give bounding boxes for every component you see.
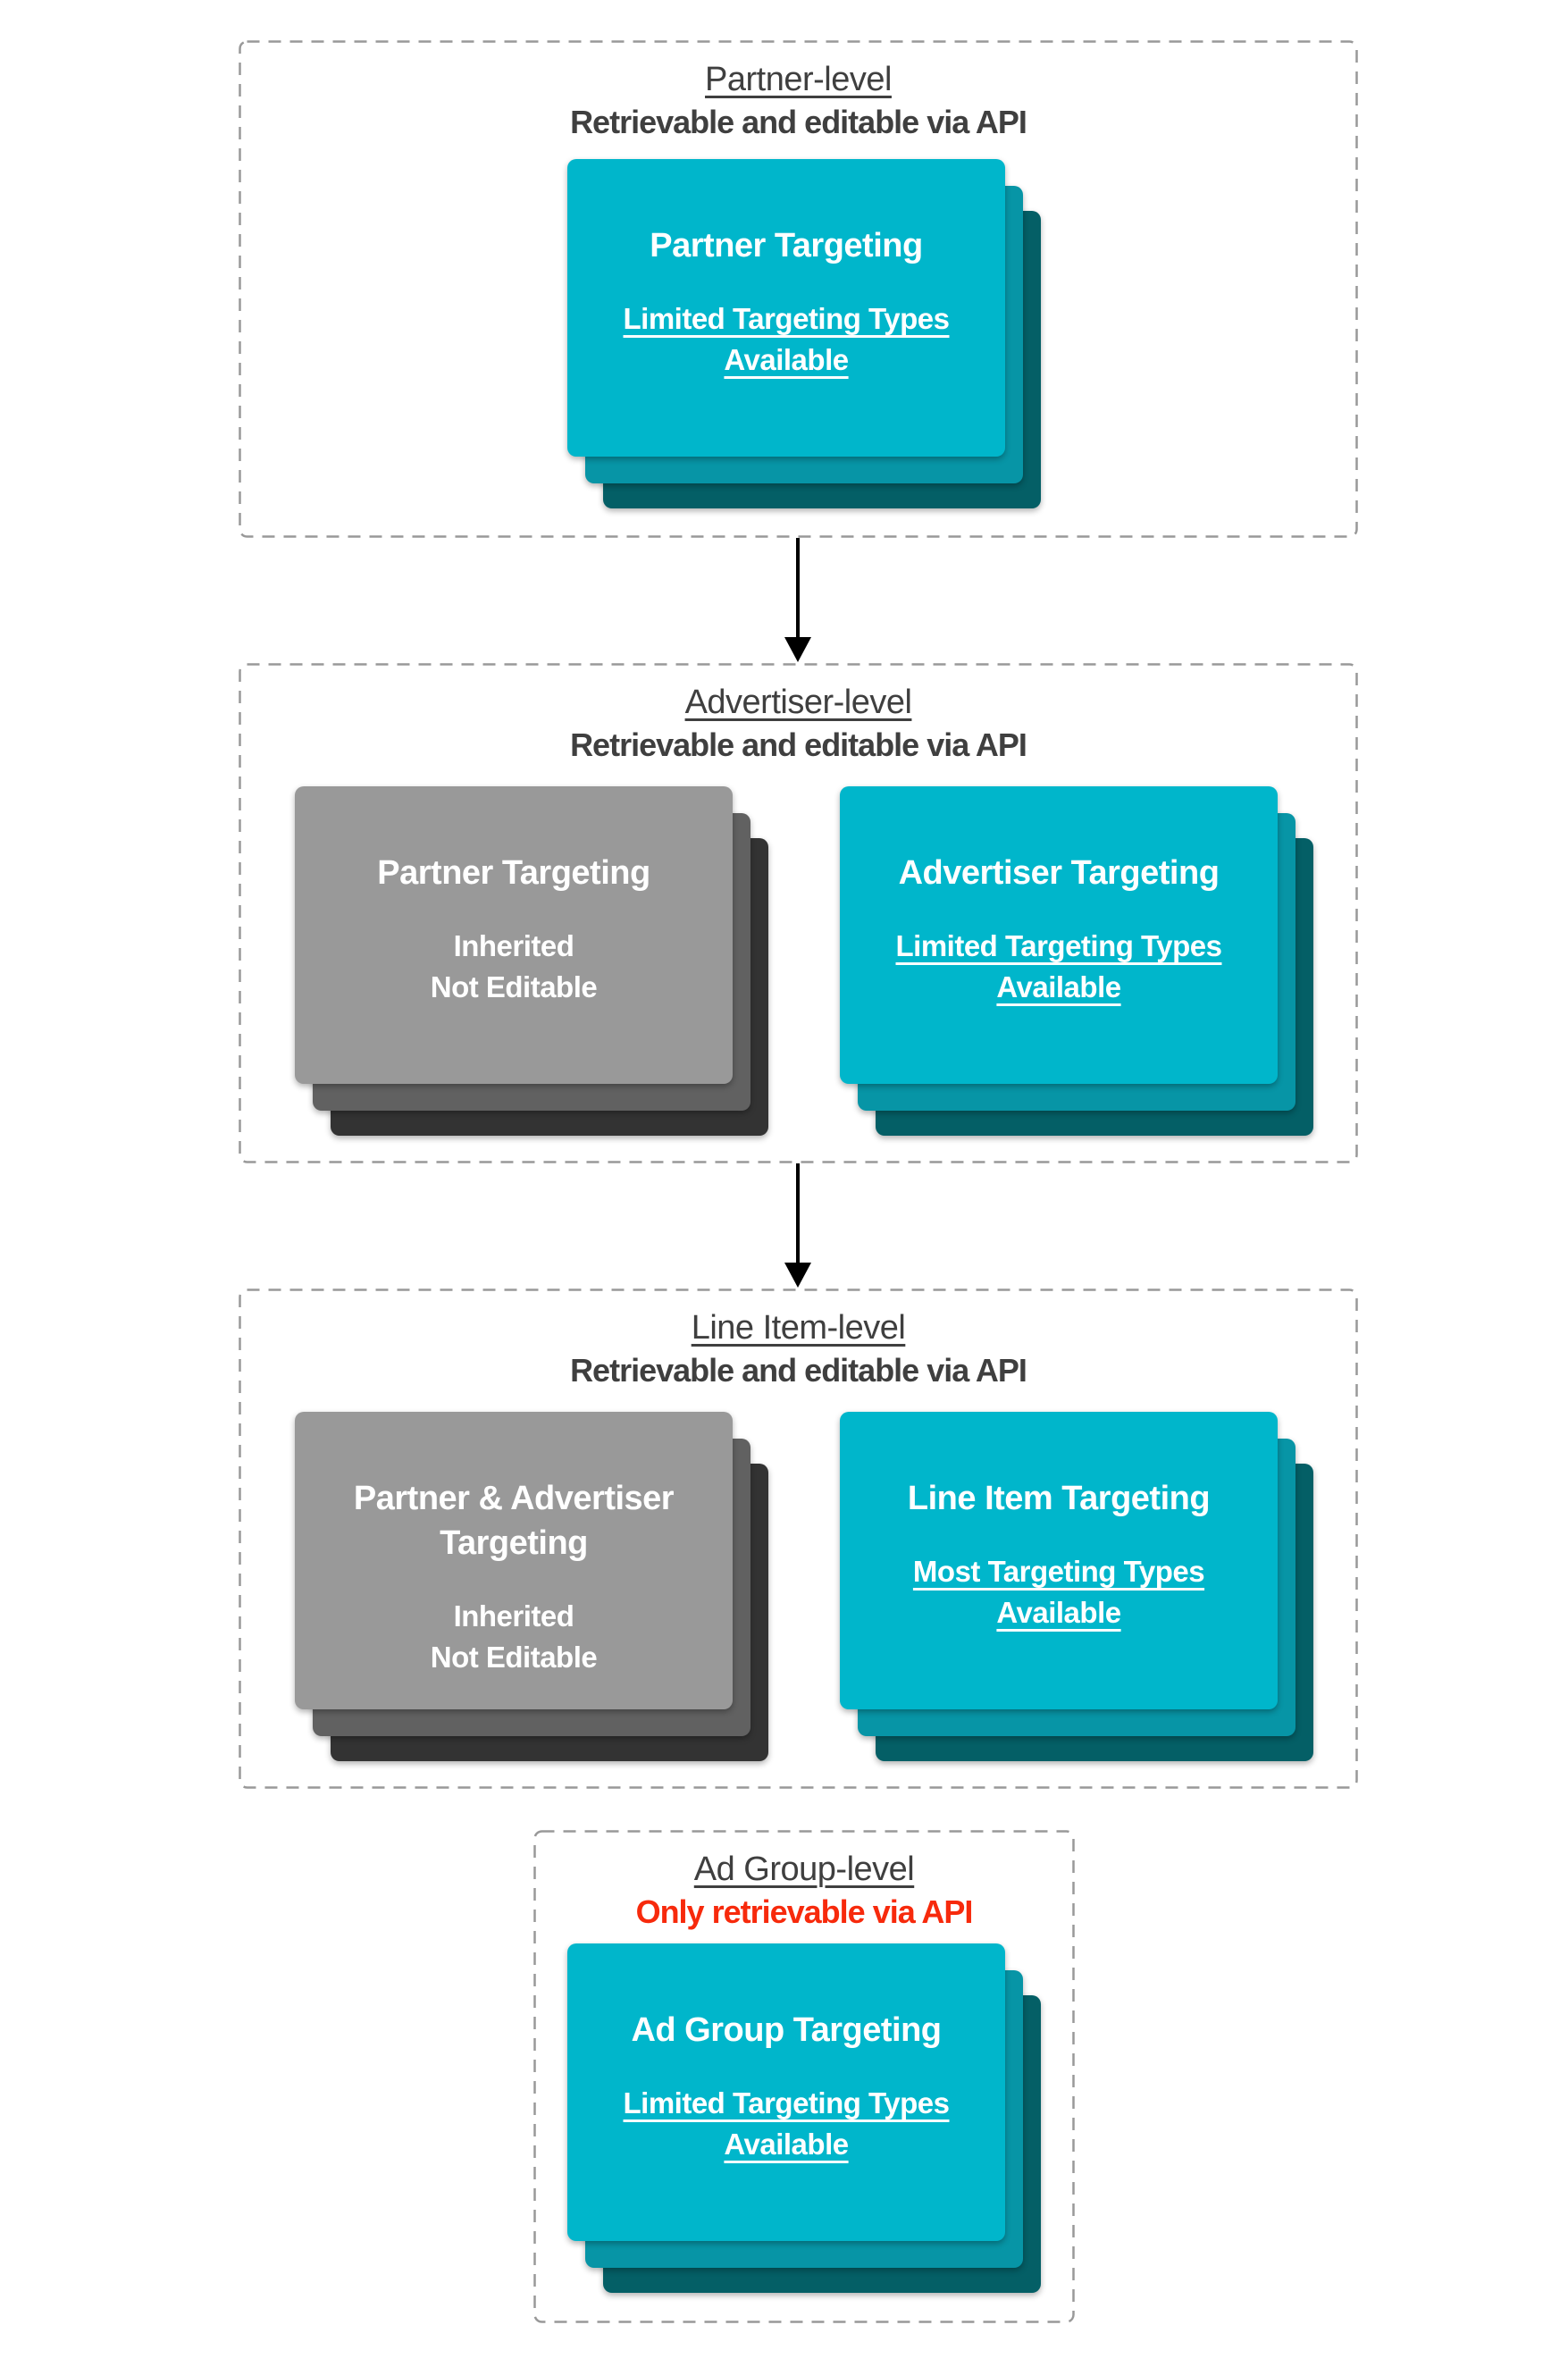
card-front: Partner Targeting Inherited Not Editable [295, 786, 733, 1084]
card-subtitle: Limited Targeting Types Available [895, 929, 1223, 1003]
dashed-border [239, 1288, 1358, 1789]
card-inherited-partner-targeting: Partner Targeting Inherited Not Editable [295, 786, 768, 1136]
card-front: Ad Group Targeting Limited Targeting Typ… [567, 1943, 1005, 2241]
card-front: Advertiser Targeting Limited Targeting T… [840, 786, 1278, 1084]
section-subtitle: Retrievable and editable via API [570, 1352, 1027, 1389]
card-front: Line Item Targeting Most Targeting Types… [840, 1412, 1278, 1709]
card-line-item-targeting: Line Item Targeting Most Targeting Types… [840, 1412, 1313, 1761]
section-ad-group-level: Ad Group-level Only retrievable via API … [533, 1830, 1075, 2323]
arrow-down-head-icon [784, 637, 811, 662]
section-title: Advertiser-level [684, 684, 912, 721]
dashed-border [239, 663, 1358, 1163]
section-header: Line Item-level Retrievable and editable… [239, 1306, 1358, 1392]
card-inherited-partner-advertiser-targeting: Partner & Advertiser Targeting Inherited… [295, 1412, 768, 1761]
card-subtitle: Inherited Not Editable [431, 926, 598, 1008]
dashed-border [239, 40, 1358, 538]
section-subtitle: Retrievable and editable via API [570, 104, 1027, 140]
card-title: Partner Targeting [377, 854, 650, 892]
card-ad-group-targeting: Ad Group Targeting Limited Targeting Typ… [567, 1943, 1041, 2293]
section-header: Partner-level Retrievable and editable v… [239, 58, 1358, 144]
card-subtitle: Most Targeting Types Available [912, 1555, 1205, 1629]
section-advertiser-level: Advertiser-level Retrievable and editabl… [239, 663, 1358, 1163]
arrow-down-head-icon [784, 1263, 811, 1288]
card-subtitle-line: Inherited [453, 929, 574, 962]
card-title: Partner Targeting [650, 227, 923, 264]
dashed-border [533, 1830, 1075, 2323]
card-subtitle-line: Not Editable [430, 970, 598, 1003]
card-subtitle: Limited Targeting Types Available [623, 302, 951, 376]
card-front: Partner Targeting Limited Targeting Type… [567, 159, 1005, 457]
section-header: Advertiser-level Retrievable and editabl… [239, 681, 1358, 767]
section-line-item-level: Line Item-level Retrievable and editable… [239, 1288, 1358, 1789]
section-title: Partner-level [705, 61, 892, 98]
section-partner-level: Partner-level Retrievable and editable v… [239, 40, 1358, 538]
section-title: Ad Group-level [693, 1851, 915, 1888]
card-advertiser-targeting: Advertiser Targeting Limited Targeting T… [840, 786, 1313, 1136]
card-title: Partner & Advertiser Targeting [353, 1480, 675, 1562]
card-title: Advertiser Targeting [898, 854, 1220, 892]
arrow-down-icon [796, 1163, 800, 1263]
arrow-down-icon [796, 538, 800, 638]
section-title: Line Item-level [691, 1309, 906, 1347]
card-title: Line Item Targeting [907, 1480, 1211, 1517]
section-header: Ad Group-level Only retrievable via API [533, 1848, 1075, 1934]
section-subtitle: Only retrievable via API [635, 1893, 974, 1930]
card-subtitle: Inherited Not Editable [431, 1596, 598, 1678]
section-subtitle: Retrievable and editable via API [570, 726, 1027, 763]
card-subtitle-line: Not Editable [430, 1641, 598, 1674]
card-subtitle: Limited Targeting Types Available [623, 2086, 951, 2161]
card-partner-targeting: Partner Targeting Limited Targeting Type… [567, 159, 1041, 508]
card-subtitle-line: Inherited [453, 1599, 574, 1633]
card-front: Partner & Advertiser Targeting Inherited… [295, 1412, 733, 1709]
card-title: Ad Group Targeting [631, 2011, 942, 2049]
